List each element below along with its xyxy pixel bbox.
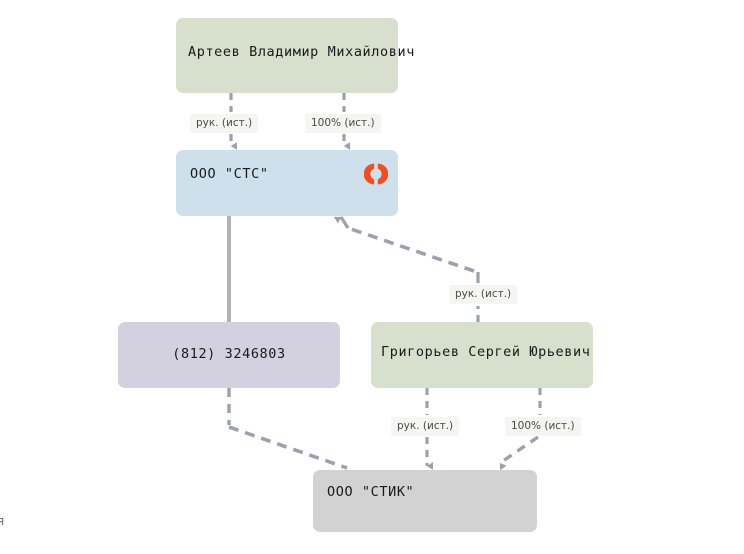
edge-label-arteev-sts-ruk[interactable]: рук. (ист.) (190, 114, 259, 133)
node-label: (812) 3246803 (172, 346, 286, 362)
node-phone-8123246803[interactable]: (812) 3246803 (118, 322, 340, 388)
edge-label-grigoriev-sts-ruk[interactable]: рук. (ист.) (449, 285, 518, 304)
edge-grigoriev-stik-100[interactable] (499, 388, 542, 471)
node-company-stik[interactable]: ООО "СТИК" (313, 470, 537, 532)
edge-phone-stik[interactable] (227, 388, 348, 470)
node-label: Григорьев Сергей Юрьевич (381, 344, 591, 360)
edge-label-grigoriev-stik-ruk[interactable]: рук. (ист.) (391, 417, 460, 436)
edge-label-arteev-sts-100[interactable]: 100% (ист.) (305, 114, 381, 133)
edge-line-arrow (499, 435, 539, 471)
edge-grigoriev-sts[interactable] (333, 216, 480, 322)
edge-line-arrow (333, 216, 350, 229)
edge-line (228, 425, 348, 470)
node-label: ООО "СТС" (190, 166, 269, 182)
edge-label-grigoriev-stik-100[interactable]: 100% (ист.) (505, 417, 581, 436)
sts-logo-icon[interactable] (363, 162, 389, 186)
node-person-grigoriev[interactable]: Григорьев Сергей Юрьевич (371, 322, 593, 388)
edge-line (347, 226, 475, 273)
clipped-text-fragment: я (0, 514, 5, 528)
node-company-sts[interactable]: ООО "СТС" (176, 150, 398, 216)
node-label: ООО "СТИК" (327, 484, 415, 500)
node-person-arteev[interactable]: Артеев Владимир Михайлович (176, 18, 415, 93)
node-label: Артеев Владимир Михайлович (188, 44, 415, 60)
